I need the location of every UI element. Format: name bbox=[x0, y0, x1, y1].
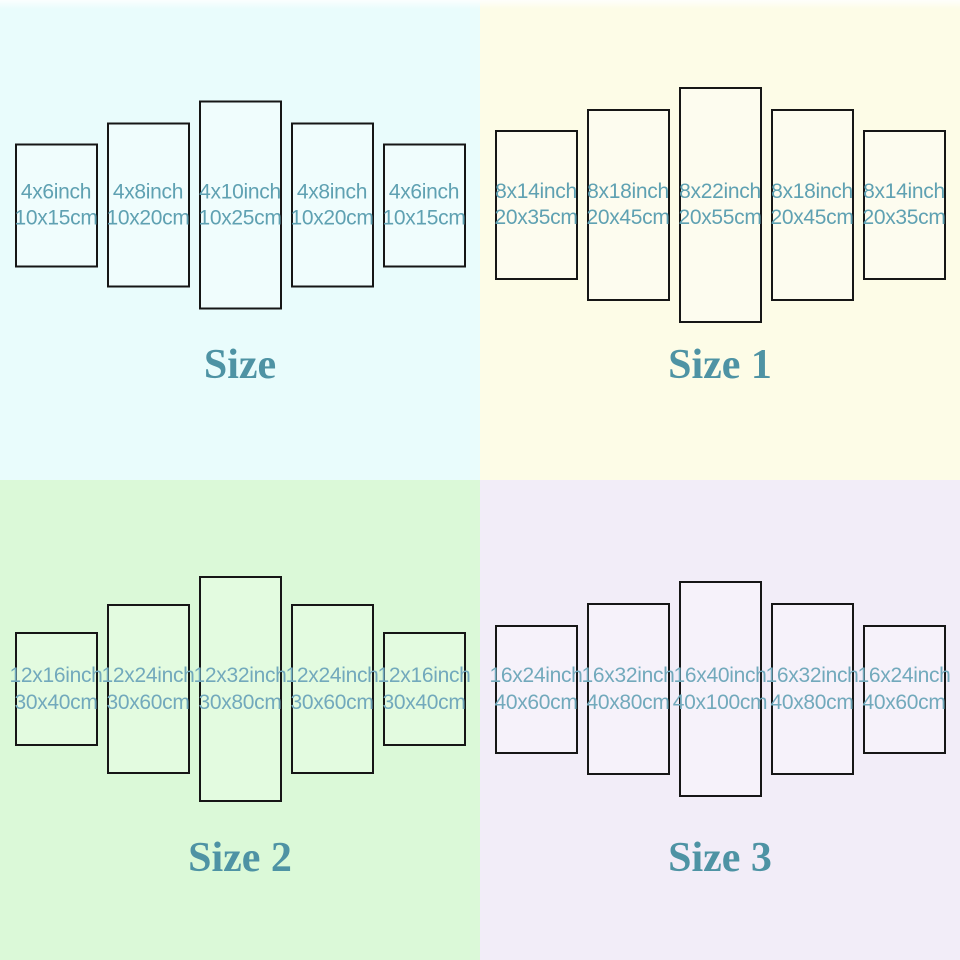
panel-size-cm: 10x15cm bbox=[14, 206, 98, 229]
panel-size-inch: 8x14inch bbox=[863, 180, 945, 203]
panel-size-cm: 30x40cm bbox=[382, 691, 466, 714]
panel-size-inch: 12x16inch bbox=[9, 664, 103, 687]
canvas-panel: 16x32inch 40x80cm bbox=[765, 603, 859, 775]
canvas-panel: 12x32inch 30x80cm bbox=[193, 576, 287, 802]
canvas-panel: 8x18inch 20x45cm bbox=[770, 109, 854, 301]
panel-row: 16x24inch 40x60cm 16x32inch 40x80cm 16x4… bbox=[480, 581, 960, 797]
panel-size-inch: 12x24inch bbox=[285, 664, 379, 687]
panel-size-cm: 40x80cm bbox=[770, 691, 854, 714]
canvas-panel: 16x24inch 40x60cm bbox=[489, 624, 583, 754]
panel-size-inch: 8x22inch bbox=[679, 180, 761, 203]
panel-size-inch: 16x32inch bbox=[581, 664, 675, 687]
canvas-panel: 4x6inch 10x15cm bbox=[382, 143, 466, 267]
size-chart-title: Size bbox=[203, 342, 277, 388]
panel-size-inch: 8x18inch bbox=[771, 180, 853, 203]
panel-size-cm: 30x40cm bbox=[14, 691, 98, 714]
canvas-panel: 4x10inch 10x25cm bbox=[198, 100, 282, 310]
canvas-panel: 4x6inch 10x15cm bbox=[14, 143, 98, 267]
canvas-panel: 8x18inch 20x45cm bbox=[586, 109, 670, 301]
panel-size-cm: 20x45cm bbox=[770, 206, 854, 229]
panel-size-inch: 16x32inch bbox=[765, 664, 859, 687]
canvas-panel: 4x8inch 10x20cm bbox=[290, 122, 374, 288]
panel-size-cm: 30x60cm bbox=[106, 691, 190, 714]
size-chart-size-3: 16x24inch 40x60cm 16x32inch 40x80cm 16x4… bbox=[480, 480, 960, 960]
size-chart-title: Size 2 bbox=[188, 835, 292, 881]
canvas-panel: 16x40inch 40x100cm bbox=[673, 581, 768, 797]
panel-size-inch: 4x8inch bbox=[296, 180, 368, 203]
panel-size-inch: 4x10inch bbox=[199, 180, 281, 203]
panel-size-inch: 16x24inch bbox=[857, 664, 951, 687]
panel-row: 8x14inch 20x35cm 8x18inch 20x45cm 8x22in… bbox=[480, 87, 960, 323]
canvas-panel: 12x16inch 30x40cm bbox=[9, 632, 103, 746]
size-chart-size: 4x6inch 10x15cm 4x8inch 10x20cm 4x10inch… bbox=[0, 0, 480, 480]
canvas-panel: 4x8inch 10x20cm bbox=[106, 122, 190, 288]
canvas-panel: 16x24inch 40x60cm bbox=[857, 624, 951, 754]
panel-size-cm: 10x20cm bbox=[290, 206, 374, 229]
panel-row: 12x16inch 30x40cm 12x24inch 30x60cm 12x3… bbox=[0, 576, 480, 802]
panel-size-cm: 20x55cm bbox=[678, 206, 762, 229]
canvas-panel: 12x16inch 30x40cm bbox=[377, 632, 471, 746]
panel-size-cm: 20x35cm bbox=[862, 206, 946, 229]
panel-size-cm: 10x25cm bbox=[198, 206, 282, 229]
canvas-panel: 8x14inch 20x35cm bbox=[862, 130, 946, 280]
panel-row: 4x6inch 10x15cm 4x8inch 10x20cm 4x10inch… bbox=[0, 100, 480, 310]
panel-size-cm: 40x60cm bbox=[494, 691, 578, 714]
size-chart-size-2: 12x16inch 30x40cm 12x24inch 30x60cm 12x3… bbox=[0, 480, 480, 960]
panel-size-inch: 12x24inch bbox=[101, 664, 195, 687]
size-chart-size-1: 8x14inch 20x35cm 8x18inch 20x45cm 8x22in… bbox=[480, 0, 960, 480]
panel-size-inch: 16x24inch bbox=[489, 664, 583, 687]
size-chart-title: Size 3 bbox=[668, 835, 772, 881]
panel-size-inch: 4x6inch bbox=[388, 180, 460, 203]
panel-size-cm: 40x80cm bbox=[586, 691, 670, 714]
panel-size-inch: 4x8inch bbox=[112, 180, 184, 203]
panel-size-cm: 10x15cm bbox=[382, 206, 466, 229]
panel-size-inch: 8x18inch bbox=[587, 180, 669, 203]
panel-size-cm: 40x100cm bbox=[672, 691, 768, 714]
canvas-panel: 16x32inch 40x80cm bbox=[581, 603, 675, 775]
panel-size-cm: 30x80cm bbox=[198, 691, 282, 714]
size-chart-title: Size 1 bbox=[668, 342, 772, 388]
panel-size-cm: 20x45cm bbox=[586, 206, 670, 229]
canvas-panel: 12x24inch 30x60cm bbox=[101, 604, 195, 774]
panel-size-inch: 4x6inch bbox=[20, 180, 92, 203]
canvas-panel: 8x14inch 20x35cm bbox=[494, 130, 578, 280]
panel-size-inch: 12x32inch bbox=[193, 664, 287, 687]
panel-size-cm: 20x35cm bbox=[494, 206, 578, 229]
panel-size-inch: 8x14inch bbox=[495, 180, 577, 203]
panel-size-cm: 10x20cm bbox=[106, 206, 190, 229]
canvas-panel: 8x22inch 20x55cm bbox=[678, 87, 762, 323]
panel-size-inch: 12x16inch bbox=[377, 664, 471, 687]
panel-size-cm: 40x60cm bbox=[862, 691, 946, 714]
canvas-panel: 12x24inch 30x60cm bbox=[285, 604, 379, 774]
panel-size-cm: 30x60cm bbox=[290, 691, 374, 714]
panel-size-inch: 16x40inch bbox=[673, 664, 767, 687]
